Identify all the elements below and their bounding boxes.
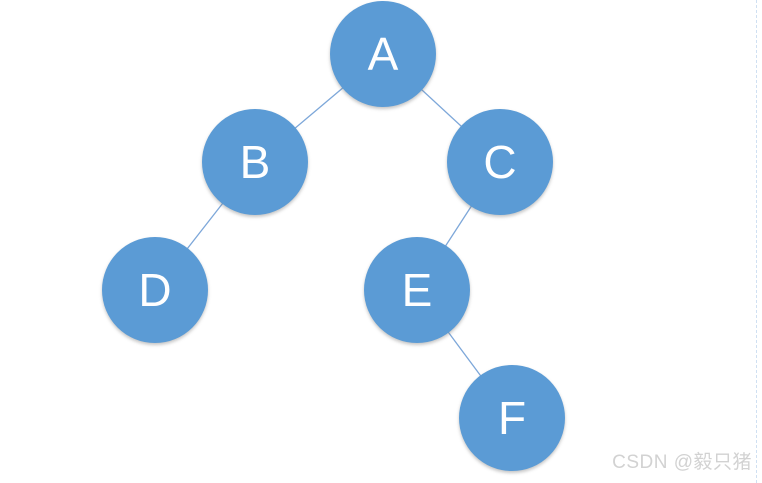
tree-node-c-label: C (483, 136, 517, 188)
tree-node-e-label: E (401, 264, 433, 316)
tree-node-f: F (459, 365, 565, 471)
page-boundary-dashed-line (756, 0, 757, 483)
tree-node-d-label: D (138, 264, 172, 316)
tree-node-c: C (447, 109, 553, 215)
tree-node-d: D (102, 237, 208, 343)
tree-node-b-label: B (239, 136, 271, 188)
tree-node-a-label: A (367, 28, 399, 80)
csdn-watermark: CSDN @毅只猪 (612, 452, 752, 473)
tree-node-f-label: F (497, 392, 527, 444)
tree-node-a: A (330, 1, 436, 107)
tree-node-e: E (364, 237, 470, 343)
tree-node-b: B (202, 109, 308, 215)
